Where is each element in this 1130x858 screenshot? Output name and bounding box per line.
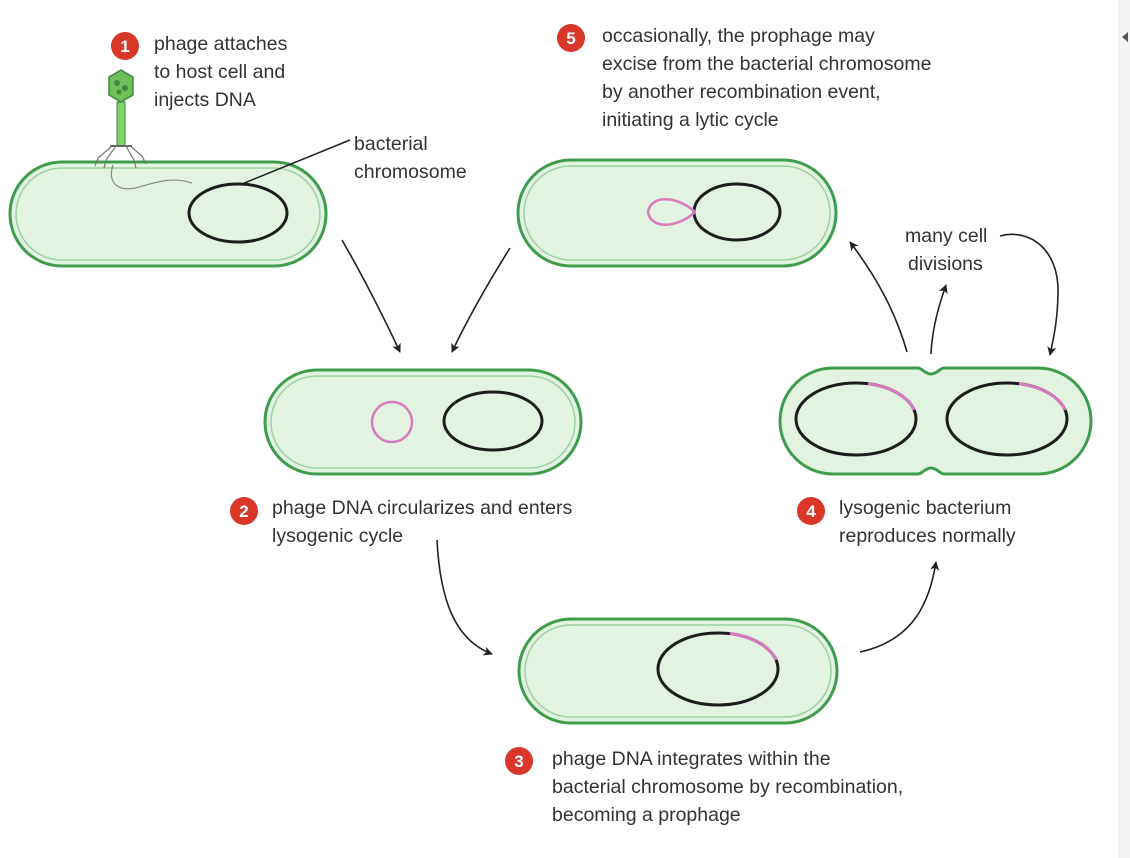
arrow-1-to-2 [341,239,401,353]
bacterial-chromosome-2 [442,390,544,452]
arrow-4-to-5 [849,241,908,353]
bacterial-chromosome-3 [656,631,780,707]
bacterial-chromosome-1 [187,182,289,244]
step-1-badge: 1 [111,32,139,60]
daughter-chromosome-left [794,381,918,457]
svg-text:5: 5 [566,29,575,48]
svg-text:4: 4 [806,502,816,521]
step-4-caption: lysogenic bacterium reproduces normally [839,497,1017,547]
phage-icon [94,69,147,169]
step-5-badge: 5 [557,24,585,52]
step-3-badge: 3 [505,747,533,775]
svg-text:1: 1 [120,37,129,56]
injected-phage-dna [110,164,193,190]
many-cell-divisions-label: many cell divisions [905,225,993,275]
integrated-prophage [729,632,778,661]
step-3-caption: phage DNA integrates within the bacteria… [552,748,909,826]
cell-step-4-dividing [778,366,1093,476]
daughter-chromosome-right [945,381,1069,457]
prophage-left [867,382,916,411]
prophage-right [1018,382,1067,411]
scrollbar[interactable] [1118,0,1130,858]
cell-step-3 [517,617,839,725]
bacterial-chromosome-label: bacterial chromosome [354,133,467,183]
arrow-divisions-loop [999,233,1059,356]
arrow-5-to-2 [451,247,511,353]
cell-step-5 [516,158,838,268]
bacterial-chromosome-leader-line [241,139,351,185]
excised-prophage [646,198,696,226]
step-1-caption: phage attaches to host cell and injects … [154,33,293,111]
cell-step-2 [263,368,583,476]
svg-text:3: 3 [514,752,523,771]
step-2-badge: 2 [230,497,258,525]
arrow-2-to-3 [436,539,493,656]
svg-text:2: 2 [239,502,248,521]
cell-step-1 [8,160,328,268]
step-2-caption: phage DNA circularizes and enters lysoge… [272,497,578,547]
arrow-3-to-4 [859,561,940,653]
circular-phage-dna [370,400,414,444]
arrow-divisions-up [930,284,948,355]
scroll-arrow-icon[interactable] [1122,32,1128,42]
step-5-caption: occasionally, the prophage may excise fr… [602,25,937,131]
step-4-badge: 4 [797,497,825,525]
